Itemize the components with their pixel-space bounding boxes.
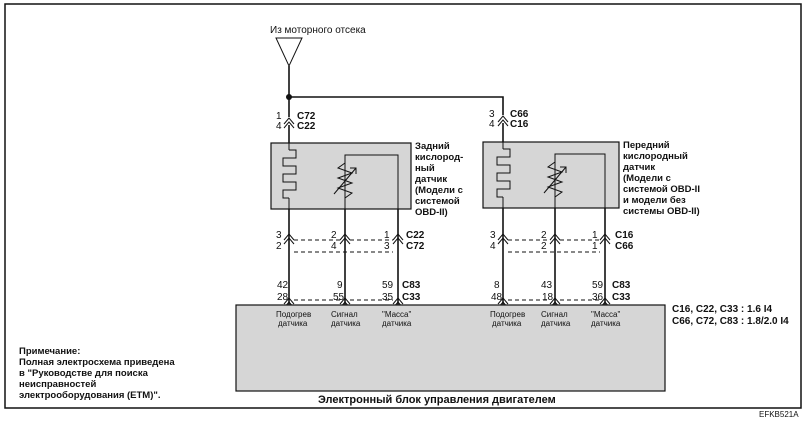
front-ecm-terminal-signal-1: Сигнал	[541, 310, 568, 319]
svg-text:(Модели с: (Модели с	[415, 185, 463, 196]
svg-text:ный: ный	[415, 163, 435, 174]
rear-ecm-connector-name-1: C83	[402, 280, 421, 291]
front-lower-pin-signal-top: 2	[541, 230, 547, 241]
front-sensing-element	[543, 153, 606, 208]
svg-text:Полная электросхема приведена: Полная электросхема приведена	[19, 357, 175, 368]
svg-text:неисправностей: неисправностей	[19, 379, 96, 390]
svg-text:системой OBD-II: системой OBD-II	[623, 184, 700, 195]
front-upper-connector-symbol	[497, 115, 509, 127]
engine-note-1: C16, C22, C33 : 1.6 I4	[672, 304, 772, 315]
figure-code: EFKB521A	[759, 410, 799, 419]
rear-ecm-terminal-ground-2: датчика	[382, 319, 412, 328]
front-ecm-terminal-signal-2: датчика	[541, 319, 571, 328]
svg-text:электрооборудования (ETM)".: электрооборудования (ETM)".	[19, 390, 161, 401]
front-ecm-terminal-heater-2: датчика	[492, 319, 522, 328]
front-ecm-pin-ground-top: 59	[592, 280, 604, 291]
front-lower-pin-heater-top: 3	[490, 230, 496, 241]
rear-lower-pin-signal-top: 2	[331, 230, 337, 241]
rear-lower-connector	[283, 233, 404, 253]
front-ecm-terminal-ground-1: "Масса"	[591, 310, 620, 319]
front-lower-pin-ground-bottom: 1	[592, 241, 598, 252]
front-ecm-pin-signal-bottom: 18	[542, 292, 554, 303]
rear-lower-connector-name-1: C22	[406, 230, 425, 241]
front-lower-pin-ground-top: 1	[592, 230, 598, 241]
rear-ecm-pin-signal-bottom: 55	[333, 292, 345, 303]
front-sensor-description: Передний кислородный датчик (Модели с си…	[623, 140, 700, 217]
rear-ecm-pin-ground-top: 59	[382, 280, 394, 291]
source-label: Из моторного отсека	[270, 25, 366, 36]
svg-text:(Модели с: (Модели с	[623, 173, 671, 184]
rear-lower-pin-heater-top: 3	[276, 230, 282, 241]
front-ecm-pin-heater-bottom: 48	[491, 292, 503, 303]
rear-ecm-terminal-heater-1: Подогрев	[276, 310, 311, 319]
front-ecm-pin-heater-top: 8	[494, 280, 500, 291]
engine-note-2: C66, C72, C83 : 1.8/2.0 I4	[672, 316, 789, 327]
ecm-body	[235, 304, 666, 392]
front-heater-element	[496, 142, 511, 208]
front-ecm-connector-name-1: C83	[612, 280, 631, 291]
rear-ecm-pin-heater-bottom: 28	[277, 292, 289, 303]
rear-sensor-body	[270, 142, 412, 210]
front-feed-wire	[289, 96, 504, 110]
ecm-title: Электронный блок управления двигателем	[318, 394, 556, 406]
rear-lower-pin-ground-top: 1	[384, 230, 390, 241]
front-upper-pin-2: 4	[489, 119, 495, 130]
svg-text:Передний: Передний	[623, 140, 670, 151]
svg-text:Задний: Задний	[415, 141, 450, 152]
diagram-frame	[4, 3, 802, 409]
front-ecm-terminal-heater-1: Подогрев	[490, 310, 525, 319]
front-lower-pin-heater-bottom: 4	[490, 241, 496, 252]
rear-upper-pin-1: 1	[276, 111, 282, 122]
footnote: Примечание: Полная электросхема приведен…	[19, 346, 175, 401]
svg-text:системы OBD-II): системы OBD-II)	[623, 206, 700, 217]
front-ecm-terminal-ground-2: датчика	[591, 319, 621, 328]
svg-text:и модели без: и модели без	[623, 195, 686, 206]
rear-lower-pin-heater-bottom: 2	[276, 241, 282, 252]
rear-ecm-pin-signal-top: 9	[337, 280, 343, 291]
front-upper-connector-name-1: C66	[510, 109, 529, 120]
rear-upper-pin-2: 4	[276, 121, 282, 132]
front-lower-connector	[497, 233, 611, 253]
svg-text:кислородный: кислородный	[623, 151, 688, 162]
rear-ecm-pin-heater-top: 42	[277, 280, 289, 291]
rear-lower-pin-ground-bottom: 3	[384, 241, 390, 252]
front-ecm-pin-signal-top: 43	[541, 280, 553, 291]
front-upper-pin-1: 3	[489, 109, 495, 120]
front-lower-pin-signal-bottom: 2	[541, 241, 547, 252]
front-ecm-connector-name-2: C33	[612, 292, 631, 303]
front-lower-connector-name-1: C16	[615, 230, 634, 241]
svg-text:кислород-: кислород-	[415, 152, 463, 163]
rear-ecm-terminal-ground-1: "Масса"	[382, 310, 411, 319]
rear-upper-connector-symbol	[283, 117, 295, 129]
rear-ecm-terminal-signal-2: датчика	[331, 319, 361, 328]
front-upper-connector-name-2: C16	[510, 119, 529, 130]
svg-text:OBD-II): OBD-II)	[415, 207, 448, 218]
svg-text:датчик: датчик	[415, 174, 447, 185]
rear-ecm-pin-ground-bottom: 35	[382, 292, 394, 303]
rear-sensing-element	[333, 154, 399, 209]
front-sensor-body	[482, 141, 620, 209]
rear-sensor-description: Задний кислород- ный датчик (Модели с си…	[415, 141, 463, 218]
front-lower-connector-name-2: C66	[615, 241, 634, 252]
rear-ecm-terminal-signal-1: Сигнал	[331, 310, 358, 319]
rear-upper-connector-name-2: C22	[297, 121, 316, 132]
footnote-title: Примечание:	[19, 346, 80, 357]
rear-heater-element	[282, 143, 297, 209]
svg-text:в "Руководстве для поиска: в "Руководстве для поиска	[19, 368, 149, 379]
rear-lower-pin-signal-bottom: 4	[331, 241, 337, 252]
front-ecm-pin-ground-bottom: 36	[592, 292, 604, 303]
svg-text:датчик: датчик	[623, 162, 655, 173]
rear-upper-connector-name-1: C72	[297, 111, 316, 122]
source-triangle	[275, 37, 303, 68]
rear-lower-connector-name-2: C72	[406, 241, 425, 252]
rear-ecm-terminal-heater-2: датчика	[278, 319, 308, 328]
svg-text:системой: системой	[415, 196, 460, 207]
rear-ecm-connector-name-2: C33	[402, 292, 421, 303]
